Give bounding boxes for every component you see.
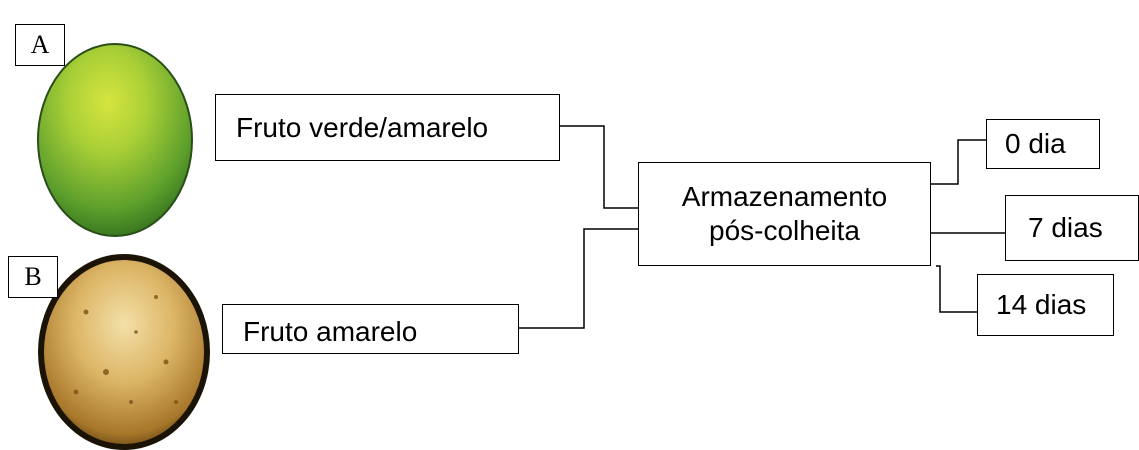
yellow-fruit-node: Fruto amarelo bbox=[222, 304, 519, 354]
connector-yellow-to-storage bbox=[519, 228, 638, 329]
photo-b-tag: B bbox=[8, 256, 58, 298]
day7-label: 7 dias bbox=[1028, 212, 1103, 244]
connector-storage-to-day0 bbox=[931, 139, 986, 185]
green-fruit-label: Fruto verde/amarelo bbox=[236, 111, 489, 143]
storage-label-line1: Armazenamento bbox=[681, 181, 888, 213]
connector-storage-to-day14 bbox=[936, 265, 977, 313]
connector-green-to-storage bbox=[560, 125, 638, 209]
day14-node: 14 dias bbox=[977, 274, 1114, 336]
day14-label: 14 dias bbox=[996, 289, 1087, 321]
yellow-fruit-label: Fruto amarelo bbox=[243, 316, 418, 348]
photo-a-fruit-image bbox=[37, 43, 193, 237]
storage-node: Armazenamento pós-colheita bbox=[638, 162, 931, 266]
day0-label: 0 dia bbox=[1005, 128, 1066, 160]
green-fruit-node: Fruto verde/amarelo bbox=[215, 94, 560, 161]
photo-a-tag: A bbox=[15, 24, 65, 66]
day0-node: 0 dia bbox=[986, 119, 1100, 169]
photo-b-fruit-image bbox=[38, 254, 210, 450]
day7-node: 7 dias bbox=[1005, 195, 1139, 261]
storage-label-line2: pós-colheita bbox=[709, 215, 860, 246]
